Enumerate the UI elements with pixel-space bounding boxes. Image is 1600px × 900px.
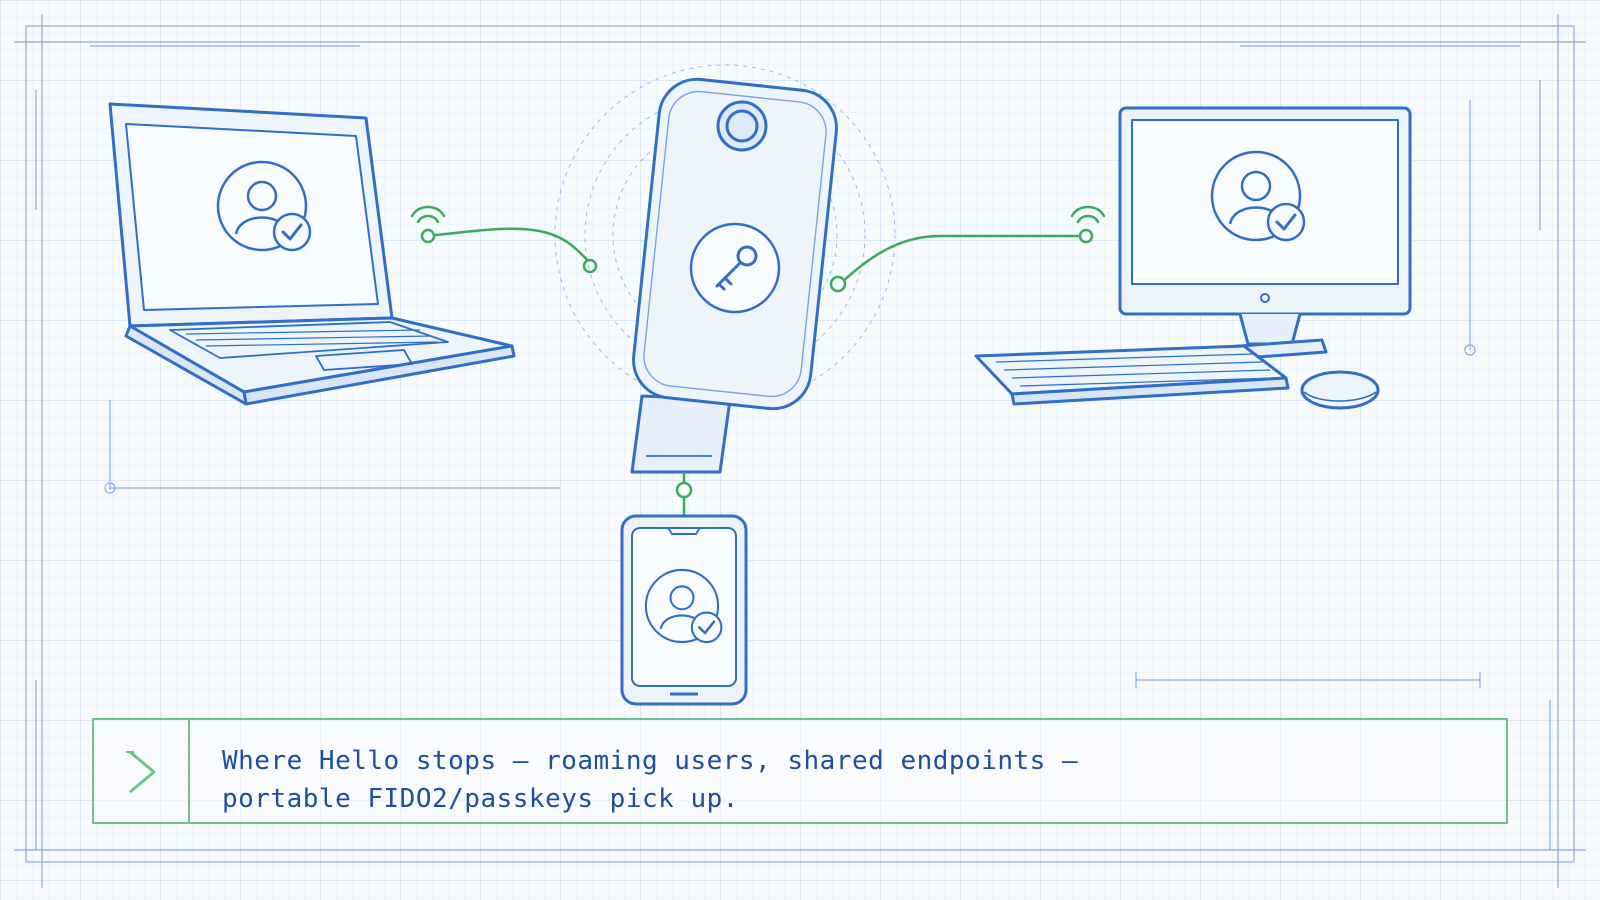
caption-text: Where Hello stops — roaming users, share… — [222, 746, 1079, 814]
wireless-link-left — [420, 227, 598, 274]
caption-marker-cell — [94, 720, 190, 822]
laptop-device — [108, 102, 516, 406]
chevron-right-icon — [126, 750, 156, 794]
wireless-link-right — [829, 228, 1094, 293]
wireless-signal-icon — [410, 205, 446, 224]
key-icon — [715, 245, 758, 291]
desktop-computer — [974, 106, 1412, 410]
security-key-device — [630, 77, 838, 474]
blueprint-frame — [14, 14, 1586, 888]
wired-link-bottom — [675, 472, 693, 522]
caption-panel: Where Hello stops — roaming users, share… — [92, 718, 1508, 824]
wireless-signal-icon — [1070, 205, 1106, 224]
